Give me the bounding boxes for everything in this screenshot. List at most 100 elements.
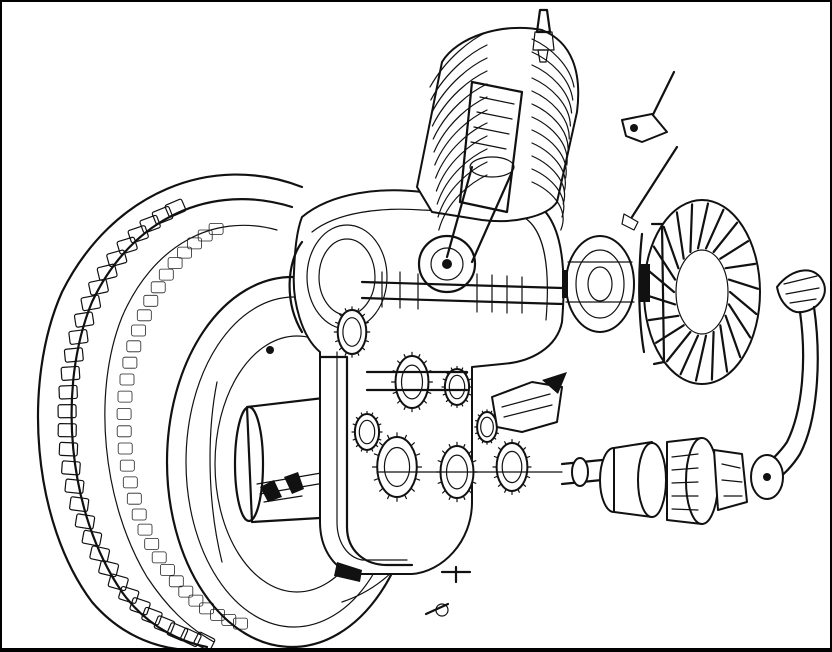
gear-tooth [462,444,466,449]
gear-tooth [361,347,366,351]
gear-tooth [387,494,390,500]
tread-block [57,422,77,438]
gear-tooth [423,399,427,404]
gear-tooth [355,416,359,420]
gear-tooth [471,460,477,463]
tread-block [126,340,142,353]
gear-tooth [417,354,421,359]
gear-tooth [344,351,348,356]
tread-block [117,442,133,455]
gear-tooth [468,450,472,455]
cylinder-fin [531,168,565,218]
gear-tooth [371,448,374,452]
cylinder-fin [531,64,573,114]
gear-tooth [414,477,421,481]
tread-block [106,249,128,268]
cylinder-fin [437,161,488,218]
tread-block [177,246,193,259]
cylinder-fin [435,122,488,179]
gear-tooth [426,391,432,394]
fan-blade [710,330,715,381]
gear-hub [448,374,466,400]
tread-block [68,329,89,345]
tread-block [199,602,214,615]
gear-tooth [497,447,502,451]
tread-block [64,478,85,495]
gear-hub [383,446,411,488]
tread-block [98,559,120,578]
cylinder-fin [436,148,488,205]
gear-tooth [364,339,369,343]
gear-tooth [468,489,472,494]
cylinder-fin [531,51,574,101]
tread-block [58,441,79,457]
tread-block [122,356,138,369]
gear-tooth [403,354,407,359]
gear-hub [400,364,424,400]
gear-tooth [525,475,531,479]
cylinder-fin [432,83,488,140]
fan-blade [704,208,725,250]
tread-block [118,585,140,604]
gear-tooth [335,339,340,343]
tread-block [107,573,129,592]
fan-blade [724,262,757,270]
tread-block [60,365,81,381]
tread-block [88,278,109,296]
clutch [491,372,567,433]
gear-tooth [504,488,507,493]
gear-tooth [471,481,477,484]
gear-tooth [360,448,363,452]
cylinder-fin [430,44,488,101]
fan-blade [665,330,692,363]
fan-blade [675,211,685,260]
tread-block [63,347,84,363]
cylinder-fin [531,142,566,192]
tread-block [119,459,135,472]
tread-block [159,564,175,576]
gear-hub [501,450,523,484]
tread-block [141,606,163,626]
cylinder-fin [531,103,569,153]
gear-tooth [462,495,466,500]
gear-tooth [493,455,499,459]
gear-tooth [379,442,384,447]
gear-tooth [344,308,348,313]
gear-tooth [467,393,472,396]
gear-hub [480,416,494,438]
fan-blade [689,203,694,254]
gear-tooth [410,487,415,492]
tread-block [143,294,159,307]
gear-tooth [504,441,507,446]
tread-block [137,523,153,536]
gear-tooth [352,438,357,441]
fan-blade [728,290,758,316]
gear-tooth [397,399,401,404]
gear-tooth [437,460,443,463]
tread-block [127,225,149,244]
tread-block [69,496,90,513]
fan-blade [712,221,739,254]
gear-tooth [379,487,384,492]
tread-block [144,538,160,550]
tread-block [221,614,237,626]
tread-block [193,631,216,648]
tread-block [188,594,204,607]
tread-block [208,222,224,235]
flywheel-rotor [562,235,635,333]
gear-hub [342,317,362,347]
tread-block [116,407,132,420]
cylinder-fin [531,38,575,88]
fan-blade [679,334,700,376]
gear-tooth [497,483,502,487]
gear-tooth [423,360,427,365]
tread-block [116,425,132,438]
gear-tooth [404,434,407,440]
gear-tooth [338,313,343,317]
gear-tooth [387,434,390,440]
cooling-fan [638,199,761,385]
tread-block [131,508,147,521]
spark-plug [532,8,555,63]
tread-block [166,622,189,642]
